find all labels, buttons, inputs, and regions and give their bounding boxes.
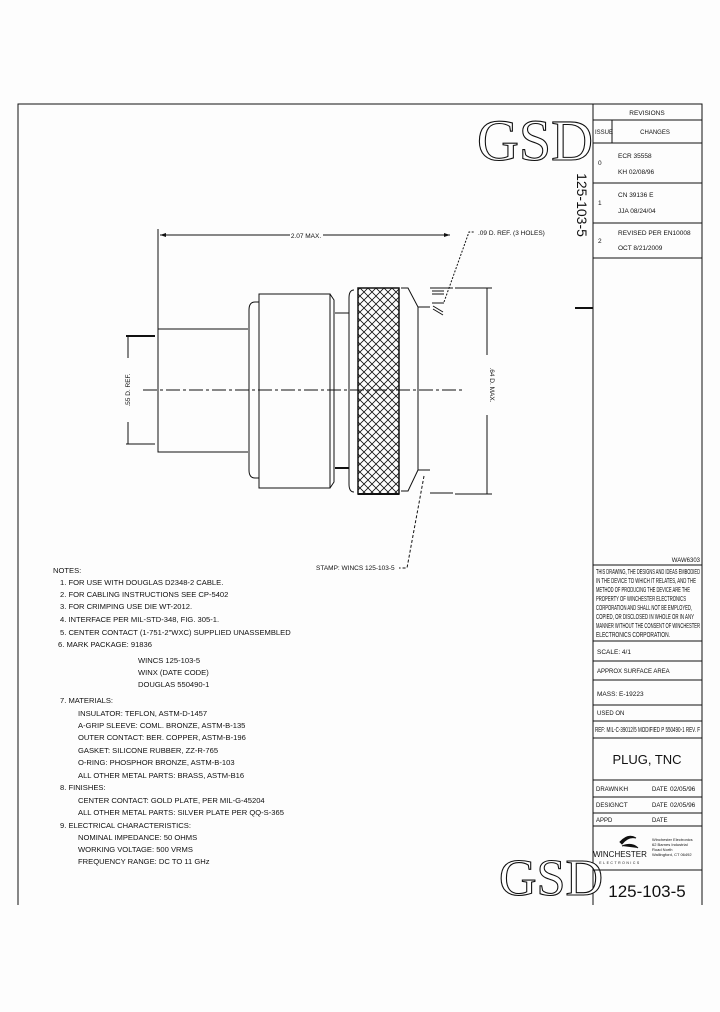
gsd-logo-bottom: GSD	[499, 850, 603, 907]
address-line: Road North	[652, 847, 672, 852]
rev-line2: OCT 8/21/2009	[618, 245, 663, 252]
material-item: OUTER CONTACT: BER. COPPER, ASTM-B-196	[78, 733, 246, 742]
material-item: A-GRIP SLEEVE: COML. BRONZE, ASTM-B-135	[78, 721, 245, 730]
proprietary-line: CORPORATION AND SHALL NOT BE EMPLOYED,	[596, 605, 692, 612]
design-date: 02/05/96	[670, 802, 696, 809]
drawing-code: WAW6303	[672, 558, 701, 564]
notes-title: NOTES:	[53, 566, 81, 575]
rev-line2: KH 02/08/96	[618, 169, 655, 176]
rev-line1: REVISED PER EN10008	[618, 230, 691, 237]
address-line: 62 Barnes Industrial	[652, 842, 688, 847]
electrical-title: 9. ELECTRICAL CHARACTERISTICS:	[60, 821, 191, 830]
note-item: 5. CENTER CONTACT (1-751-2"WXC) SUPPLIED…	[60, 628, 291, 637]
proprietary-line: PROPERTY OF WINCHESTER ELECTRONICS	[596, 596, 686, 603]
design-by: CT	[619, 802, 628, 809]
issue-header: ISSUE	[595, 130, 613, 136]
proprietary-line: THIS DRAWING, THE DESIGNS AND IDEAS EMBO…	[596, 569, 700, 576]
rev-issue: 1	[598, 200, 602, 207]
appd-label: APPD	[596, 818, 613, 824]
proprietary-line: MANNER WITHOUT THE CONSENT OF WINCHESTER	[596, 623, 700, 630]
electrical-item: WORKING VOLTAGE: 500 VRMS	[78, 845, 193, 854]
drawn-date: 02/05/96	[670, 786, 696, 793]
proprietary-line: COPIED, OR DISCLOSED IN WHOLE OR IN ANY	[596, 614, 694, 621]
length-dimension: 2.07 MAX.	[291, 233, 322, 240]
note-item: 6. MARK PACKAGE: 91836	[58, 640, 152, 649]
proprietary-line: ELECTRONICS CORPORATION.	[596, 632, 670, 639]
drawn-by: KH	[619, 786, 628, 793]
note-item: 4. INTERFACE PER MIL-STD-348, FIG. 305-1…	[60, 615, 219, 624]
rev-line1: ECR 35558	[618, 153, 652, 160]
drawing-title: PLUG, TNC	[612, 752, 681, 767]
material-item: ALL OTHER METAL PARTS: BRASS, ASTM-B16	[78, 771, 244, 780]
company-subname: ELECTRONICS	[599, 861, 640, 865]
revisions-block: REVISIONS ISSUE CHANGES 0 ECR 35558 KH 0…	[593, 110, 702, 259]
notes: NOTES: 1. FOR USE WITH DOUGLAS D2348-2 C…	[53, 566, 291, 866]
drawn-label: DRAWN	[596, 787, 618, 793]
right-diameter-dimension: .64 D. MAX.	[488, 367, 495, 402]
material-item: INSULATOR: TEFLON, ASTM-D-1457	[78, 709, 207, 718]
rev-line1: CN 39136 E	[618, 192, 654, 199]
holes-callout: .09 D. REF. (3 HOLES)	[478, 230, 545, 237]
used-on: USED ON	[597, 711, 624, 717]
part-number: 125-103-5	[608, 882, 686, 901]
connector-drawing: 2.07 MAX. .64 D. MAX. .55 D. REF. .09 D.…	[123, 229, 545, 572]
finish-item: ALL OTHER METAL PARTS: SILVER PLATE PER …	[78, 808, 284, 817]
gsd-logo-top: GSD	[477, 108, 593, 173]
appd-date-label: DATE	[652, 818, 668, 824]
proprietary-line: IN THE DEVICE TO WHICH IT RELATES, AND T…	[596, 578, 696, 585]
revisions-title: REVISIONS	[629, 110, 665, 117]
finishes-title: 8. FINISHES:	[60, 783, 106, 792]
electrical-item: FREQUENCY RANGE: DC TO 11 GHz	[78, 857, 210, 866]
stamp-callout: STAMP: WINCS 125-103-5	[316, 565, 395, 572]
note-item: 3. FOR CRIMPING USE DIE WT-2012.	[60, 602, 192, 611]
address-line: Winchester Electronics	[652, 837, 693, 842]
surface-area: APPROX SURFACE AREA	[597, 669, 670, 675]
reference: REF: MIL-C-39012/5 MODIFIED P 550490-1 R…	[595, 727, 700, 734]
sheet-border	[17, 103, 703, 905]
design-label: DESIGN	[596, 803, 619, 809]
materials-title: 7. MATERIALS:	[60, 696, 113, 705]
mark-line: WINCS 125-103-5	[138, 656, 200, 665]
mass: MASS: E-19223	[597, 691, 644, 698]
knurled-coupling-nut	[357, 287, 400, 495]
material-item: O-RING: PHOSPHOR BRONZE, ASTM-B-103	[78, 758, 235, 767]
rev-issue: 0	[598, 160, 602, 167]
title-block: WAW6303 THIS DRAWING, THE DESIGNS AND ID…	[593, 558, 702, 901]
note-item: 2. FOR CABLING INSTRUCTIONS SEE CP-5402	[60, 590, 228, 599]
scale: SCALE: 4/1	[597, 649, 631, 656]
changes-header: CHANGES	[640, 130, 670, 136]
rev-line2: JJA 08/24/04	[618, 208, 656, 215]
electrical-item: NOMINAL IMPEDANCE: 50 OHMS	[78, 833, 197, 842]
address-line: Wallingford, CT 06492	[652, 852, 692, 857]
material-item: GASKET: SILICONE RUBBER, ZZ-R-765	[78, 746, 218, 755]
mark-line: WINX (DATE CODE)	[138, 668, 209, 677]
vertical-part-number: 125-103-5	[574, 173, 590, 237]
note-item: 1. FOR USE WITH DOUGLAS D2348-2 CABLE.	[60, 578, 223, 587]
rev-issue: 2	[598, 238, 602, 245]
left-diameter-dimension: .55 D. REF.	[125, 373, 132, 406]
finish-item: CENTER CONTACT: GOLD PLATE, PER MIL-G-45…	[78, 796, 265, 805]
drawn-date-label: DATE	[652, 787, 668, 793]
proprietary-line: METHOD OF PRODUCING THE DEVICE ARE THE	[596, 587, 690, 594]
design-date-label: DATE	[652, 803, 668, 809]
mark-line: DOUGLAS 550490-1	[138, 680, 209, 689]
connector-body	[258, 293, 331, 489]
company-name: WINCHESTER	[593, 850, 647, 859]
winchester-logo-icon	[619, 835, 639, 849]
